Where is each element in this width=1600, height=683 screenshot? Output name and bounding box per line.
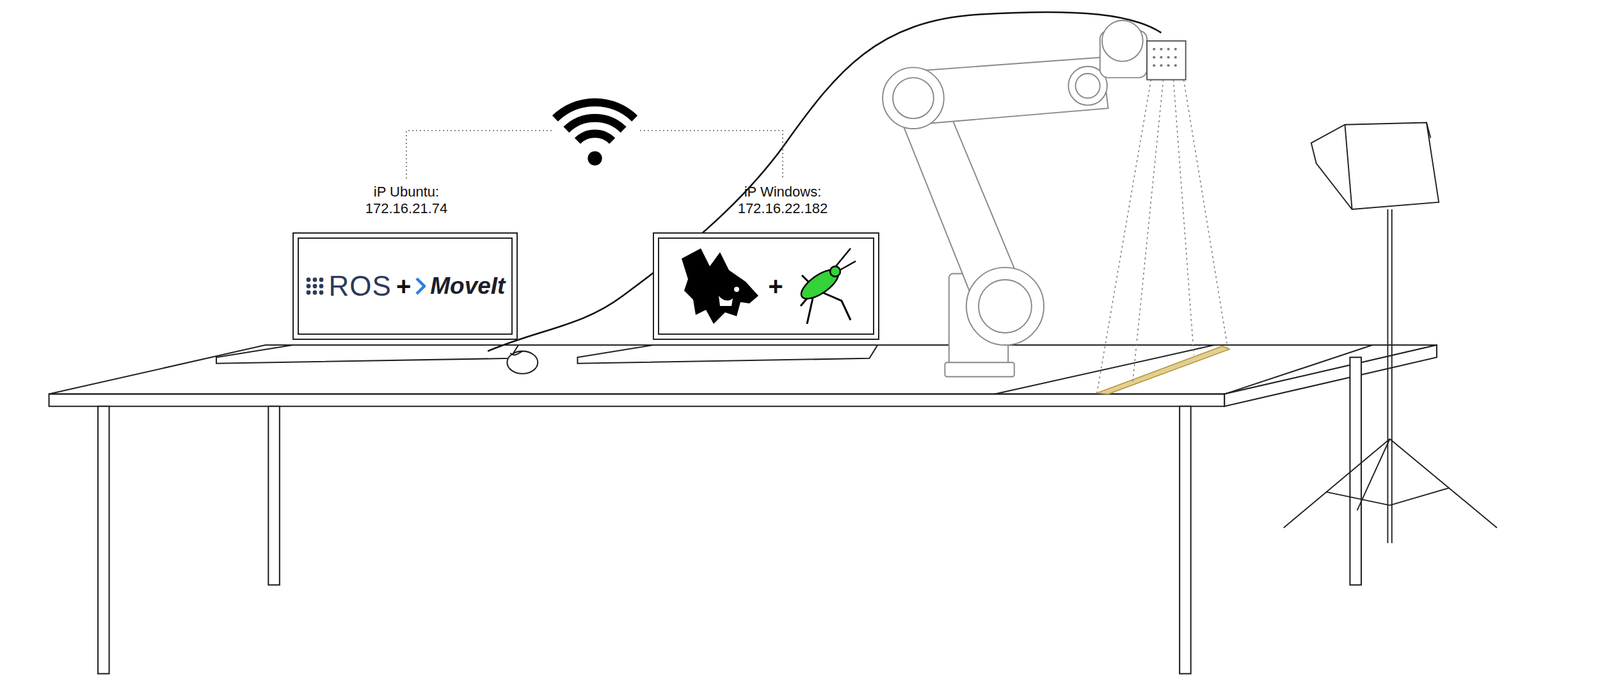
screen-text: MoveIt: [430, 272, 505, 300]
screen-display: +: [657, 237, 875, 335]
scan-cone: [1096, 80, 1228, 393]
laptop-bases: [216, 344, 878, 364]
table: [49, 344, 1437, 674]
light-stand: [1283, 122, 1497, 544]
screen-text: ROS: [328, 270, 392, 303]
screen-text: +: [396, 272, 411, 301]
mouse: [506, 351, 538, 374]
screen-text: +: [768, 272, 783, 301]
scanner-dots: [1152, 48, 1177, 68]
cable: [487, 12, 1161, 352]
mouse-cable: [510, 351, 523, 356]
wood-board: [1096, 346, 1230, 395]
network-link: [406, 130, 783, 179]
ip-label: iP Windows: 172.16.22.182: [721, 178, 844, 217]
grasshopper-logo: [787, 244, 859, 328]
laptop-screen: +: [652, 232, 880, 340]
laptop-node: iP Ubuntu: 172.16.21.74ROS+ MoveIt: [292, 178, 518, 340]
robot-arm: [882, 20, 1186, 377]
screen-display: ROS+ MoveIt: [297, 237, 513, 335]
wifi-symbol: [554, 102, 635, 166]
moveit-chevron: [415, 276, 426, 296]
laptop-screen: ROS+ MoveIt: [292, 232, 518, 340]
ros-dots-logo: [305, 276, 325, 296]
laptop-node: iP Windows: 172.16.22.182 +: [652, 178, 880, 340]
rhino-logo: [673, 244, 764, 328]
ip-label: iP Ubuntu: 172.16.21.74: [345, 178, 468, 217]
